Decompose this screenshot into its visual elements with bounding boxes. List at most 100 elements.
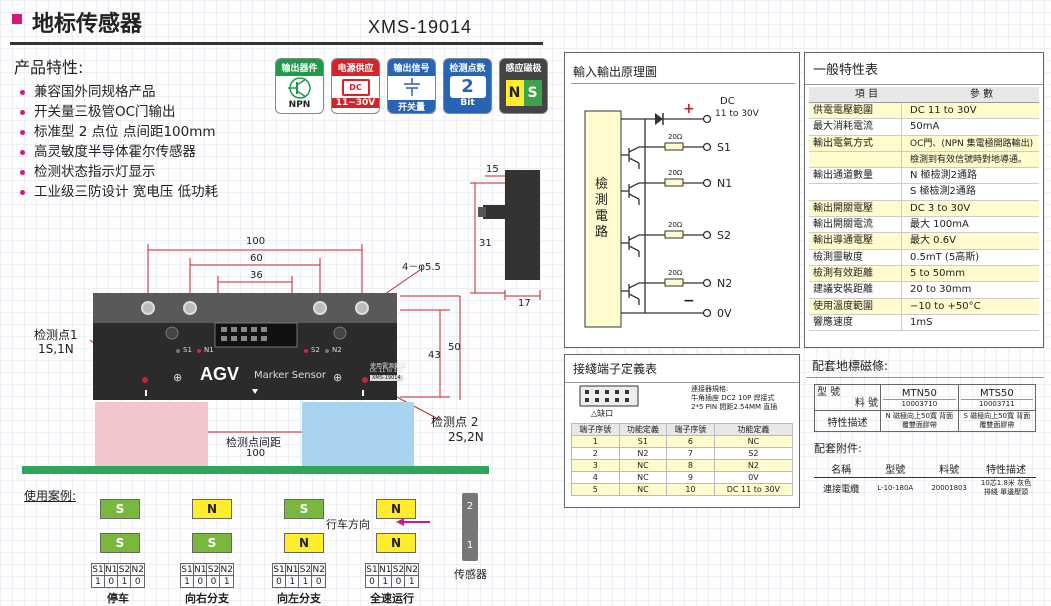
hdr-n2: N2 bbox=[311, 563, 326, 576]
transistor-icon bbox=[287, 77, 311, 99]
spec-key: 輸出通道數量 bbox=[813, 170, 873, 182]
hdr-n2: N2 bbox=[404, 563, 419, 576]
dim-17-label: 17 bbox=[518, 298, 531, 309]
sensor-drawing: ⊕ ⊕ bbox=[22, 170, 541, 474]
sensor-legend-top: 2 bbox=[466, 501, 474, 512]
feature-item: 工业级三防设计 宽电压 低功耗 bbox=[20, 182, 218, 202]
circuit-dc-range: 11 to 30V bbox=[715, 109, 759, 119]
feature-item: 兼容国外同规格产品 bbox=[20, 82, 218, 102]
terminal-title: 接綫端子定義表 bbox=[565, 355, 799, 383]
magnet-desc: S 磁極向上50寬 背面覆雙面膠帶 bbox=[957, 410, 1037, 432]
bit: 0 bbox=[365, 575, 379, 588]
point1-sub: 1S,1N bbox=[38, 342, 74, 356]
bit: 1 bbox=[298, 575, 313, 588]
spec-row: 檢測靈敏度 0.5mT (5高斯) bbox=[809, 249, 1039, 266]
spec-value: 0.5mT (5高斯) bbox=[901, 249, 1039, 265]
spec-value: N 極檢測2通路 bbox=[901, 168, 1039, 184]
bit: 1 bbox=[91, 575, 105, 588]
pin-cell: NC bbox=[713, 435, 794, 448]
icon-card-label: 输出信号 bbox=[388, 59, 435, 76]
spacing-value: 100 bbox=[246, 448, 266, 459]
spec-key: 檢測靈敏度 bbox=[813, 251, 863, 263]
magnet-title: 配套地標磁條: bbox=[806, 354, 1044, 378]
icon-card-value: NPN bbox=[288, 100, 311, 110]
svg-text:⊕: ⊕ bbox=[333, 371, 342, 384]
npn-icon-card: 输出器件 NPN bbox=[275, 58, 324, 114]
hdr-n1: N1 bbox=[192, 563, 208, 576]
accessory-cell: 20001803 bbox=[922, 477, 976, 498]
signal-icon-card: 输出信号 开关量 bbox=[387, 58, 436, 114]
bit: 0 bbox=[272, 575, 286, 588]
accessory-header: 型號 bbox=[885, 465, 906, 476]
hdr-s1: S1 bbox=[272, 563, 286, 576]
hdr-n2: N2 bbox=[130, 563, 145, 576]
feature-item: 高灵敏度半导体霍尔传感器 bbox=[20, 142, 218, 162]
magnet-corner-cell: 型 號 料 號 bbox=[814, 384, 881, 411]
icon-card-label: 电源供应 bbox=[332, 59, 379, 76]
output-s2: S2 bbox=[717, 229, 731, 242]
circuit-panel: 輸入輸出原理圖 bbox=[564, 52, 800, 348]
circuit-box-label: 檢測電路 bbox=[595, 177, 609, 240]
bit: 0 bbox=[311, 575, 326, 588]
hdr-n1: N1 bbox=[284, 563, 300, 576]
bit: 0 bbox=[192, 575, 208, 588]
icon-card-label: 检测点数 bbox=[444, 59, 491, 76]
spec-value: −10 to +50°C bbox=[901, 298, 1039, 314]
direction-arrow-icon bbox=[396, 518, 430, 526]
sensor-legend-bottom: 1 bbox=[466, 540, 474, 551]
pin-cell: NC bbox=[618, 483, 668, 496]
page-title: 地标传感器 bbox=[32, 12, 143, 37]
led-n2-label: N2 bbox=[332, 346, 342, 354]
dim-50-label: 50 bbox=[448, 342, 461, 353]
bit: 1 bbox=[117, 575, 132, 588]
connector-spec-line: 2*5 PIN 間距2.54MM 直插 bbox=[691, 403, 778, 411]
point2-sub: 2S,2N bbox=[448, 430, 484, 444]
circuit-title: 輸入輸出原理圖 bbox=[573, 65, 658, 79]
pin-cell: 0V bbox=[713, 471, 794, 484]
resistor-label: 20Ω bbox=[668, 133, 683, 141]
spec-key: 輸出電氣方式 bbox=[813, 137, 873, 149]
pin-cell: 2 bbox=[571, 447, 620, 460]
title-marker bbox=[12, 14, 22, 24]
circuit-dc: DC bbox=[720, 96, 735, 107]
feature-item: 开关量三极管OC门输出 bbox=[20, 102, 218, 122]
spec-value: S 極檢測2通路 bbox=[901, 184, 1039, 200]
case-bottom-tile: N bbox=[284, 533, 324, 553]
pin-cell: 4 bbox=[571, 471, 620, 484]
bit: 1 bbox=[219, 575, 234, 588]
dim-36-label: 36 bbox=[250, 270, 263, 281]
pin-cell: 10 bbox=[666, 483, 715, 496]
output-s1: S1 bbox=[717, 141, 731, 154]
spec-value: 1mS bbox=[901, 314, 1039, 331]
pin-cell: 9 bbox=[666, 471, 715, 484]
spec-value: DC 11 to 30V bbox=[901, 103, 1039, 119]
case-bottom-tile: N bbox=[376, 533, 416, 553]
output-n2: N2 bbox=[717, 277, 733, 290]
case-top-tile: N bbox=[376, 499, 416, 519]
spec-row: 輸出通道數量 N 極檢測2通路 bbox=[809, 168, 1039, 185]
svg-text:⊕: ⊕ bbox=[173, 371, 182, 384]
feature-item: 检测状态指示灯显示 bbox=[20, 162, 218, 182]
bit: 0 bbox=[206, 575, 221, 588]
bit: 1 bbox=[180, 575, 194, 588]
pin-cell: 5 bbox=[571, 483, 620, 496]
output-0v: 0V bbox=[717, 307, 732, 320]
spec-row: 使用溫度範圍−10 to +50°C bbox=[809, 298, 1039, 315]
accessory-header: 料號 bbox=[939, 465, 960, 476]
hdr-s2: S2 bbox=[117, 563, 132, 576]
spec-key bbox=[809, 152, 901, 167]
plate-line1: 使用電源範圍 bbox=[370, 363, 407, 370]
spec-value: 最大 100mA bbox=[901, 217, 1039, 233]
spec-row: 輸出開關電流最大 100mA bbox=[809, 217, 1039, 234]
features-list: 兼容国外同规格产品 开关量三极管OC门输出 标准型 2 点位 点间距100mm … bbox=[20, 82, 218, 202]
brand-sub: Marker Sensor bbox=[254, 370, 327, 381]
